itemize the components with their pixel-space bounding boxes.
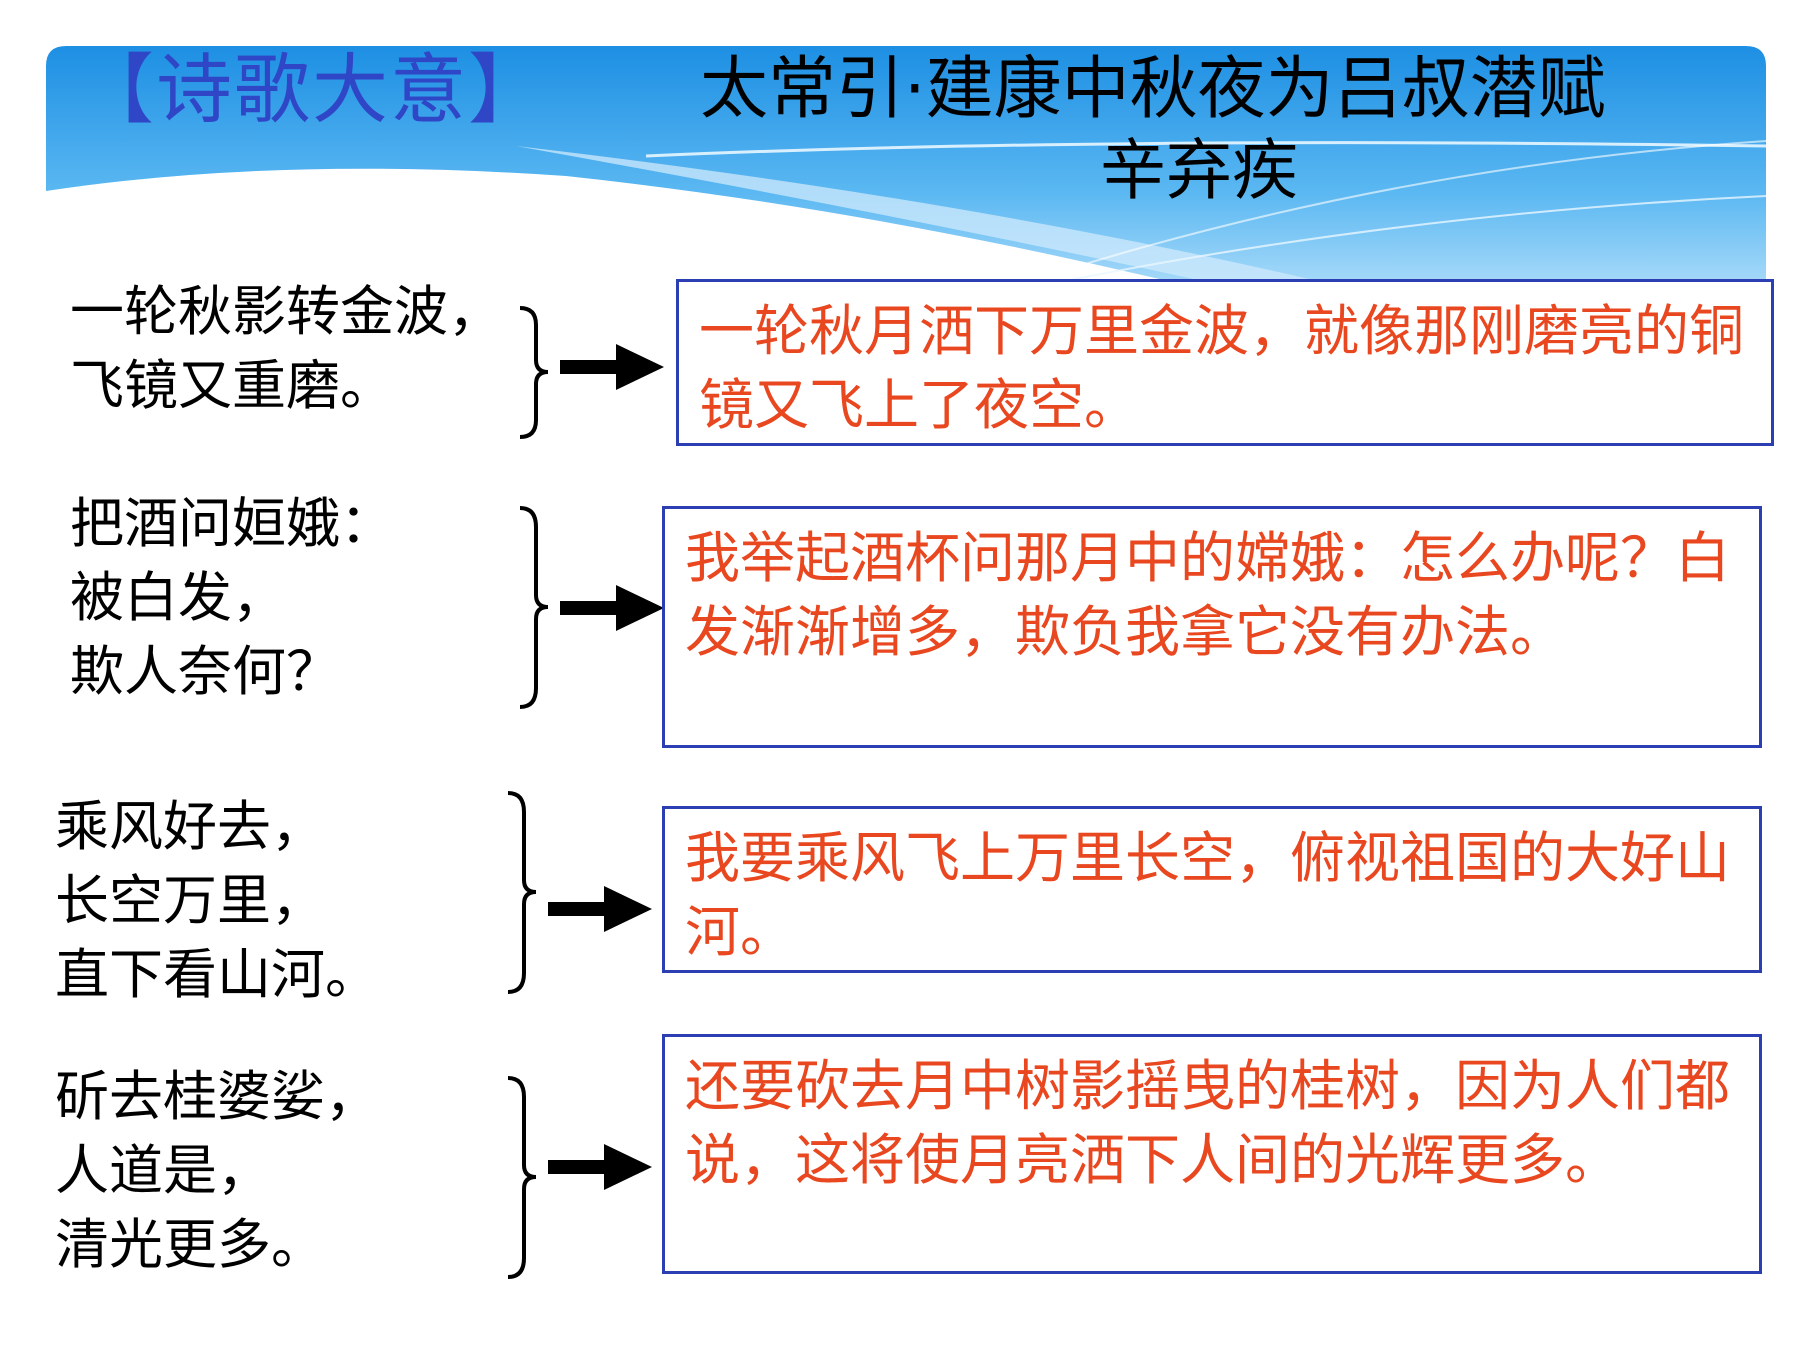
poem-line: 人道是， [55,1139,271,1202]
poem-line: 长空万里， [55,869,325,932]
poem-author: 辛弃疾 [1100,132,1298,209]
poem-line: 欺人奈何？ [70,640,340,703]
poem-stanza-4: 斫去桂婆娑， 人道是， 清光更多。 [55,1060,379,1282]
meaning-text: 我要乘风飞上万里长空，俯视祖国的大好山河。 [685,826,1731,964]
arrow-right-icon [560,344,664,390]
poem-line: 被白发， [70,566,286,629]
brace-icon [507,791,537,994]
poem-stanza-2: 把酒问姮娥： 被白发， 欺人奈何？ [70,487,394,709]
poem-line: 一轮秋影转金波， [70,280,502,343]
arrow-right-icon [560,585,664,631]
poem-title: 太常引·建康中秋夜为吕叔潜赋 [700,50,1606,129]
poem-line: 斫去桂婆娑， [55,1065,379,1128]
poem-stanza-1: 一轮秋影转金波， 飞镜又重磨。 [70,275,502,423]
meaning-box-4: 还要砍去月中树影摇曳的桂树，因为人们都说，这将使月亮洒下人间的光辉更多。 [662,1034,1762,1274]
meaning-text: 一轮秋月洒下万里金波，就像那刚磨亮的铜镜又飞上了夜空。 [699,299,1745,437]
poem-line: 乘风好去， [55,795,325,858]
meaning-box-3: 我要乘风飞上万里长空，俯视祖国的大好山河。 [662,806,1762,973]
arrow-right-icon [548,886,652,932]
poem-line: 飞镜又重磨。 [70,354,394,417]
header-banner [46,46,1766,326]
poem-line: 把酒问姮娥： [70,492,394,555]
arrow-right-icon [548,1144,652,1190]
brace-icon [507,1076,537,1279]
meaning-box-1: 一轮秋月洒下万里金波，就像那刚磨亮的铜镜又飞上了夜空。 [676,279,1774,446]
poem-stanza-3: 乘风好去， 长空万里， 直下看山河。 [55,790,379,1012]
poem-line: 清光更多。 [55,1213,325,1276]
brace-icon [519,306,549,439]
meaning-text: 还要砍去月中树影摇曳的桂树，因为人们都说，这将使月亮洒下人间的光辉更多。 [685,1054,1731,1192]
section-tag: 【诗歌大意】 [78,45,546,134]
poem-line: 直下看山河。 [55,943,379,1006]
brace-icon [519,506,549,709]
meaning-box-2: 我举起酒杯问那月中的嫦娥：怎么办呢？白发渐渐增多，欺负我拿它没有办法。 [662,506,1762,748]
meaning-text: 我举起酒杯问那月中的嫦娥：怎么办呢？白发渐渐增多，欺负我拿它没有办法。 [685,526,1731,664]
